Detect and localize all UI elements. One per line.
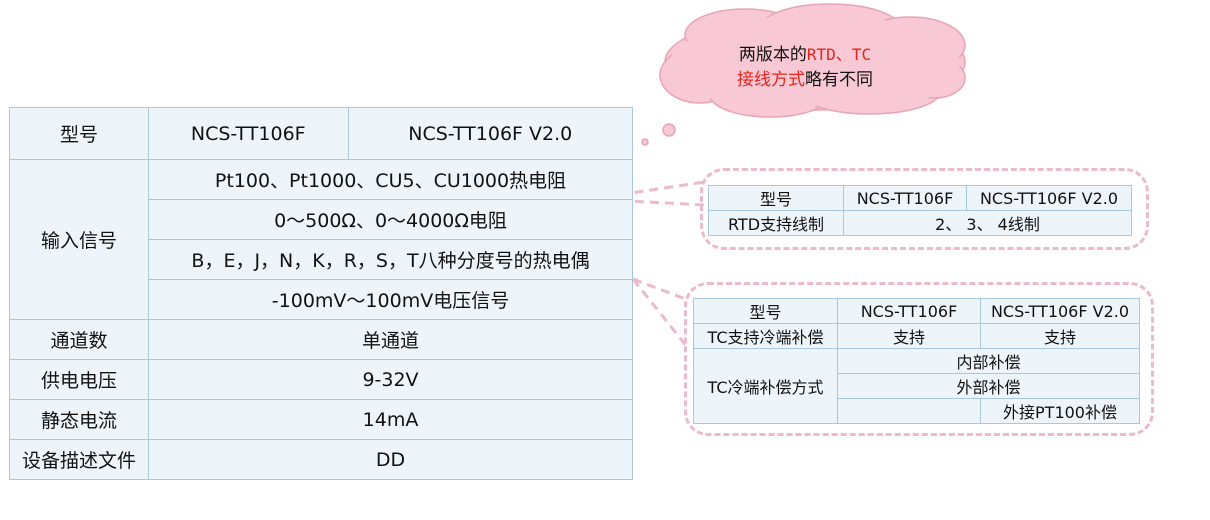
rtd-model-label: 型号 — [708, 185, 844, 211]
tc-cjc-empty-cell — [837, 398, 981, 424]
tc-callout-box — [684, 282, 1154, 436]
tc-cjc-pt100: 外接PT100补偿 — [980, 398, 1140, 424]
input-thermocouple: B，E，J，N，K，R，S，T八种分度号的热电偶 — [148, 239, 633, 280]
model-v1: NCS-TT106F — [148, 107, 349, 160]
model-label: 型号 — [9, 107, 149, 160]
table-row: 输入信号 Pt100、Pt1000、CU5、CU1000热电阻 — [9, 159, 633, 320]
table-row: 型号 NCS-TT106F NCS-TT106F V2.0 — [693, 298, 1140, 324]
input-millivolt: -100mV～100mV电压信号 — [148, 279, 633, 320]
table-row: 供电电压 9-32V — [9, 359, 633, 400]
current-value: 14mA — [148, 399, 633, 440]
current-label: 静态电流 — [9, 399, 149, 440]
table-row: TC支持冷端补偿 支持 支持 — [693, 323, 1140, 349]
thought-cloud-inner — [666, 11, 960, 111]
tc-table: 型号 NCS-TT106F NCS-TT106F V2.0 TC支持冷端补偿 支… — [693, 298, 1140, 424]
model-v2: NCS-TT106F V2.0 — [347, 107, 633, 160]
dd-label: 设备描述文件 — [9, 439, 149, 480]
table-row: -100mV～100mV电压信号 — [10, 279, 633, 320]
table-row: RTD支持线制 2、 3、 4线制 — [708, 210, 1132, 236]
channels-value: 单通道 — [148, 319, 633, 360]
cloud-text-part3: 接线方式 — [737, 70, 805, 90]
cloud-text-part4: 略有不同 — [805, 70, 873, 90]
table-row: 设备描述文件 DD — [9, 439, 633, 480]
table-row: 静态电流 14mA — [9, 399, 633, 440]
rtd-wiring-value: 2、 3、 4线制 — [843, 210, 1132, 236]
table-row: 型号 NCS-TT106F NCS-TT106F V2.0 — [708, 185, 1132, 211]
tc-cjc-external: 外部补偿 — [837, 373, 1140, 399]
rtd-callout-box — [700, 168, 1149, 250]
table-row: 型号 NCS-TT106F NCS-TT106F V2.0 — [9, 107, 633, 160]
table-row: 通道数 单通道 — [9, 319, 633, 360]
tc-cjc-support-label: TC支持冷端补偿 — [693, 323, 838, 349]
cloud-callout-text: 两版本的RTD、TC 接线方式略有不同 — [695, 42, 915, 93]
supply-value: 9-32V — [148, 359, 633, 400]
table-row: B，E，J，N，K，R，S，T八种分度号的热电偶 — [10, 239, 633, 280]
cloud-text-part2: RTD、TC — [806, 45, 872, 64]
supply-label: 供电电压 — [9, 359, 149, 400]
input-label: 输入信号 — [9, 159, 149, 320]
thought-bubble-small — [641, 138, 649, 146]
rtd-model-v1: NCS-TT106F — [843, 185, 967, 211]
dd-value: DD — [148, 439, 633, 480]
thought-bubble-large — [662, 123, 676, 137]
tc-cjc-mode-label: TC冷端补偿方式 — [693, 348, 838, 424]
rtd-wiring-label: RTD支持线制 — [708, 210, 844, 236]
tc-cjc-internal: 内部补偿 — [837, 348, 1140, 374]
channels-label: 通道数 — [9, 319, 149, 360]
tc-model-v2: NCS-TT106F V2.0 — [980, 298, 1140, 324]
spec-table: 型号 NCS-TT106F NCS-TT106F V2.0 输入信号 Pt100… — [9, 107, 633, 480]
tc-model-v1: NCS-TT106F — [837, 298, 981, 324]
rtd-model-v2: NCS-TT106F V2.0 — [966, 185, 1132, 211]
input-rtd: Pt100、Pt1000、CU5、CU1000热电阻 — [148, 159, 633, 200]
table-row: 外接PT100补偿 — [694, 398, 1140, 424]
input-resistance: 0～500Ω、0～4000Ω电阻 — [148, 199, 633, 240]
table-row: TC冷端补偿方式 内部补偿 — [693, 348, 1140, 424]
tc-cjc-support-v1: 支持 — [837, 323, 981, 349]
table-row: 0～500Ω、0～4000Ω电阻 — [10, 199, 633, 240]
cloud-text-part1: 两版本的 — [738, 45, 807, 65]
tc-cjc-support-v2: 支持 — [980, 323, 1140, 349]
tc-model-label: 型号 — [693, 298, 838, 324]
rtd-table: 型号 NCS-TT106F NCS-TT106F V2.0 RTD支持线制 2、… — [708, 185, 1132, 236]
